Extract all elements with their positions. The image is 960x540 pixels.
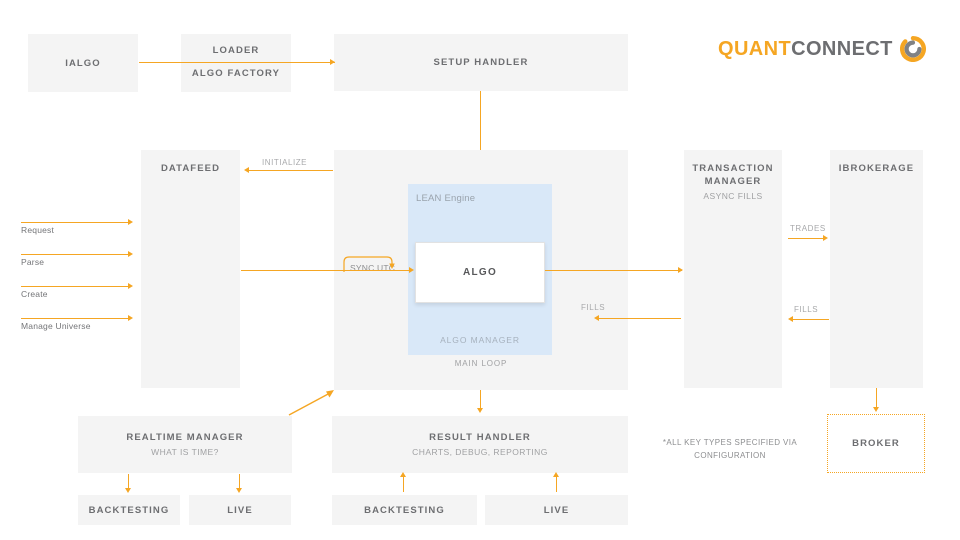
box-setup-handler[interactable]: SETUP HANDLER (334, 34, 628, 91)
arrow-sync-into-algo (334, 270, 412, 272)
box-realtime-live[interactable]: LIVE (189, 495, 291, 525)
arrow-initialize (249, 170, 333, 172)
arrow-fills-to-algo (599, 318, 681, 320)
arrow-create (21, 286, 129, 288)
arrow-manage-universe-head-icon (128, 314, 133, 321)
box-algo[interactable]: ALGO (415, 242, 545, 303)
arrow-realtime-to-live (239, 474, 241, 490)
footnote-key-types: *ALL KEY TYPES SPECIFIED VIA CONFIGURATI… (662, 438, 798, 460)
box-result-handler-sub: CHARTS, DEBUG, REPORTING (412, 447, 548, 457)
box-result-backtesting-title: BACKTESTING (364, 504, 445, 516)
box-result-handler[interactable]: RESULT HANDLER CHARTS, DEBUG, REPORTING (332, 416, 628, 473)
arrow-algo-to-transaction (545, 270, 682, 272)
box-realtime-manager[interactable]: REALTIME MANAGER WHAT IS TIME? (78, 416, 292, 473)
arrow-manage-universe (21, 318, 129, 320)
arrow-request-head-icon (128, 218, 133, 225)
arrow-live-to-result-handler-head-icon (553, 472, 559, 477)
box-transaction-manager-sub: ASYNC FILLS (703, 191, 763, 201)
arrow-mainloop-to-result-handler-head-icon (477, 408, 483, 413)
box-ialgo[interactable]: IALGO (28, 34, 138, 92)
edge-label-trades: TRADES (790, 224, 826, 233)
arrow-datafeed-to-algo (241, 270, 334, 272)
box-ibrokerage[interactable]: IBROKERAGE (830, 150, 923, 388)
lean-engine-title: LEAN Engine (416, 193, 476, 204)
main-loop-caption: MAIN LOOP (454, 359, 508, 368)
arrow-live-to-result-handler (556, 476, 558, 492)
arrow-backtesting-to-result-handler-head-icon (400, 472, 406, 477)
arrow-create-head-icon (128, 282, 133, 289)
input-label-parse: Parse (21, 257, 45, 267)
quantconnect-swirl-icon (899, 36, 926, 62)
input-label-manage-universe: Manage Universe (21, 321, 91, 331)
box-result-live-title: LIVE (543, 504, 570, 516)
arrow-fills-brokerage-head-icon (788, 315, 793, 322)
arrow-fills-brokerage (793, 319, 829, 321)
box-setup-handler-title: SETUP HANDLER (433, 57, 529, 68)
box-broker[interactable]: BROKER (827, 414, 925, 473)
input-label-request: Request (21, 225, 55, 235)
box-ibrokerage-title: IBROKERAGE (838, 163, 915, 174)
edge-label-fills-transaction: FILLS (581, 303, 606, 312)
input-label-create: Create (21, 289, 48, 299)
arrow-trades-head-icon (823, 234, 828, 241)
arrow-ibrokerage-to-broker-head-icon (873, 407, 879, 412)
box-algo-factory-title: ALGO FACTORY (191, 68, 281, 79)
arrow-realtime-to-backtesting (128, 474, 130, 490)
box-realtime-manager-title: REALTIME MANAGER (126, 432, 244, 443)
box-broker-title: BROKER (852, 438, 900, 449)
edge-label-sync-utc: SYNC UTC (350, 263, 396, 273)
box-algo-title: ALGO (462, 267, 498, 278)
box-result-handler-title: RESULT HANDLER (429, 432, 531, 443)
algo-manager-label: ALGO MANAGER (440, 335, 520, 345)
arrow-trades (788, 238, 825, 240)
box-realtime-backtesting[interactable]: BACKTESTING (78, 495, 180, 525)
box-realtime-live-title: LIVE (227, 504, 253, 516)
box-result-backtesting[interactable]: BACKTESTING (332, 495, 477, 525)
box-realtime-backtesting-title: BACKTESTING (88, 504, 170, 516)
arrow-request (21, 222, 129, 224)
box-transaction-manager-title: TRANSACTION MANAGER (692, 163, 774, 187)
arrow-algo-to-transaction-head-icon (678, 266, 683, 273)
box-loader-title: LOADER (212, 45, 260, 56)
arrow-fills-to-algo-head-icon (594, 314, 599, 321)
arrow-parse-head-icon (128, 250, 133, 257)
arrow-sync-into-algo-head-icon (409, 266, 414, 273)
arrow-realtime-to-backtesting-head-icon (125, 488, 131, 493)
arrow-parse (21, 254, 129, 256)
arrow-ialgo-to-setup (139, 62, 335, 64)
box-datafeed-title: DATAFEED (160, 163, 221, 174)
arrow-mainloop-to-result-handler (480, 390, 482, 410)
box-result-live[interactable]: LIVE (485, 495, 628, 525)
box-datafeed[interactable]: DATAFEED (141, 150, 240, 388)
box-ialgo-title: IALGO (65, 57, 101, 69)
box-transaction-manager[interactable]: TRANSACTION MANAGER ASYNC FILLS (684, 150, 782, 388)
arrow-backtesting-to-result-handler (403, 476, 405, 492)
arrow-ialgo-to-setup-head-icon (330, 58, 335, 65)
edge-label-initialize: INITIALIZE (262, 158, 308, 167)
arrow-realtime-to-live-head-icon (236, 488, 242, 493)
logo-word-quant: QUANT (718, 37, 792, 60)
arrow-initialize-head-icon (244, 166, 249, 173)
logo-word-connect: CONNECT (791, 37, 893, 60)
box-realtime-manager-sub: WHAT IS TIME? (151, 447, 219, 457)
arrow-ibrokerage-to-broker (876, 388, 878, 410)
edge-label-fills-brokerage: FILLS (794, 305, 819, 314)
